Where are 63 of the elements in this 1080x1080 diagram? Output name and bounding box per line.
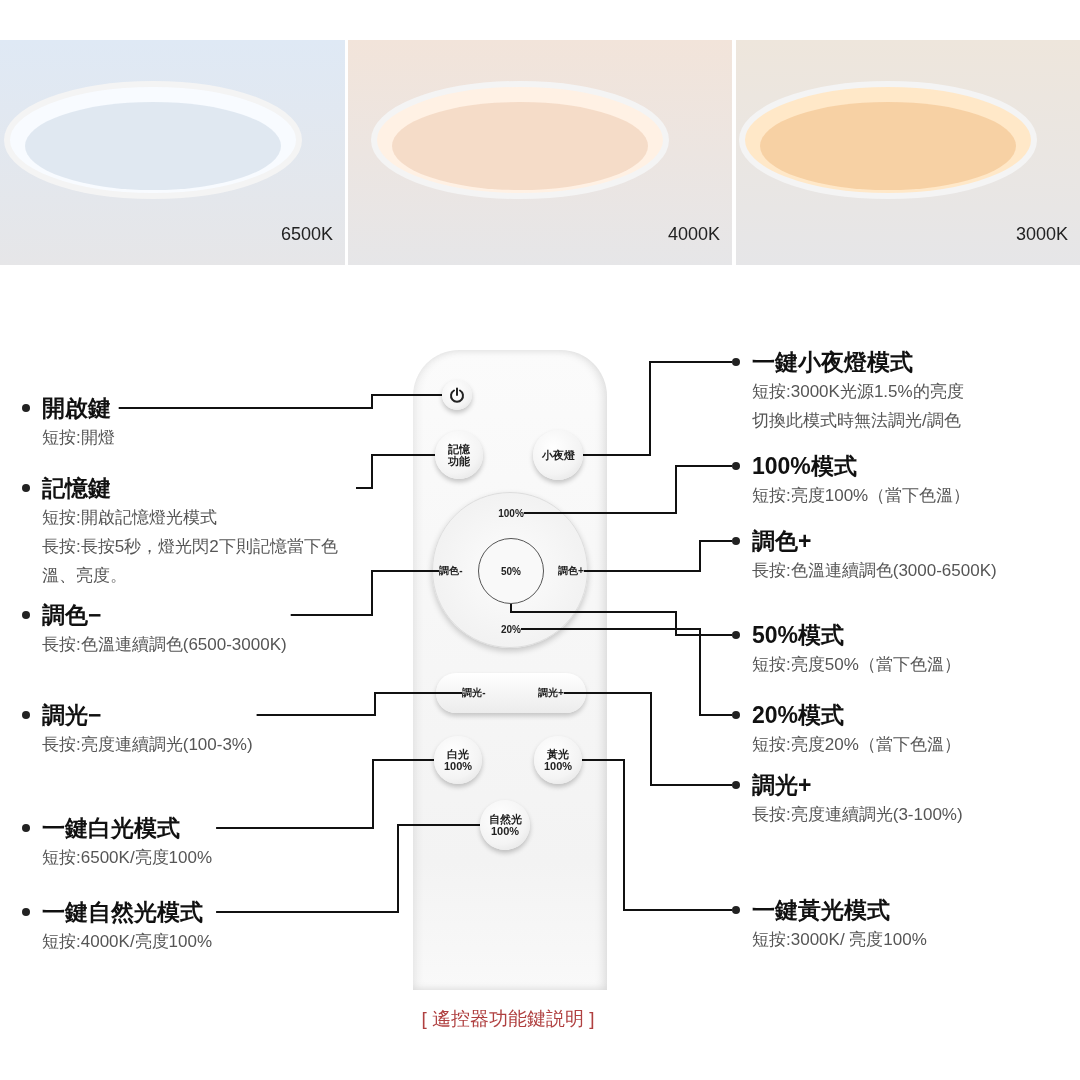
- remote-key: 白光 100%: [434, 736, 482, 784]
- color-temperature-label: 6500K: [280, 224, 333, 245]
- lamp-photo: [0, 40, 345, 265]
- key-description: 切換此模式時無法調光/調色: [752, 410, 962, 432]
- remote-control: [413, 350, 607, 990]
- color-temperature-label: 3000K: [1015, 224, 1068, 245]
- key-description: 短按:亮度50%（當下色溫）: [752, 654, 961, 676]
- key-name: 一鍵白光模式: [42, 814, 180, 843]
- leader-line: [355, 454, 436, 489]
- key-name: 50%模式: [752, 621, 845, 650]
- key-name: 20%模式: [752, 701, 845, 730]
- leader-line: [215, 824, 481, 913]
- key-description: 短按:開啟記憶燈光模式: [42, 507, 218, 529]
- remote-key: 小夜燈: [533, 430, 583, 480]
- leader-line: [289, 570, 441, 616]
- leader-line: [117, 394, 443, 409]
- key-name: 一鍵小夜燈模式: [752, 348, 913, 377]
- key-name: 調色+: [752, 527, 812, 556]
- key-description: 短按:4000K/亮度100%: [42, 931, 213, 953]
- key-name: 一鍵黃光模式: [752, 896, 890, 925]
- key-name: 一鍵自然光模式: [42, 898, 203, 927]
- leader-line: [562, 692, 733, 786]
- leader-line: [582, 540, 733, 572]
- key-label: 調色+: [558, 564, 584, 578]
- key-label: 100%: [498, 507, 524, 519]
- leader-line: [215, 759, 435, 829]
- key-label: 調光+: [538, 686, 564, 700]
- power-button: [442, 380, 472, 410]
- key-name: 記憶鍵: [42, 474, 111, 503]
- center-key: 50%: [478, 538, 544, 604]
- key-description: 長按:長按5秒，燈光閃2下則記憶當下色溫、亮度。: [42, 536, 339, 587]
- leader-line: [522, 465, 733, 514]
- leader-line: [581, 759, 733, 911]
- remote-key: 自然光 100%: [480, 800, 530, 850]
- key-name: 調光−: [42, 701, 102, 730]
- key-name: 調光+: [752, 771, 812, 800]
- key-description: 短按:6500K/亮度100%: [42, 847, 213, 869]
- remote-key: 黃光 100%: [534, 736, 582, 784]
- leader-line: [582, 361, 733, 456]
- key-label: 20%: [501, 623, 521, 635]
- key-description: 長按:亮度連續調光(100-3%): [42, 734, 253, 756]
- color-temperature-label: 4000K: [667, 224, 720, 245]
- key-description: 短按:3000K光源1.5%的亮度: [752, 381, 964, 403]
- key-description: 短按:開燈: [42, 427, 115, 449]
- leader-line: [520, 628, 733, 716]
- key-description: 短按:亮度100%（當下色溫）: [752, 485, 971, 507]
- key-description: 長按:色溫連續調色(6500-3000K): [42, 634, 287, 656]
- key-description: 短按:亮度20%（當下色溫）: [752, 734, 961, 756]
- caption: [ 遙控器功能鍵説明 ]: [420, 1007, 596, 1031]
- key-name: 開啟鍵: [42, 394, 111, 423]
- key-description: 長按:色溫連續調色(3000-6500K): [752, 560, 997, 582]
- lamp-photo: [736, 40, 1080, 265]
- leader-line: [255, 692, 464, 716]
- remote-key: 記憶功能: [435, 431, 483, 479]
- key-label: 調光-: [462, 686, 486, 700]
- dimmer-rocker-key: [436, 673, 586, 713]
- lamp-photo: [348, 40, 732, 265]
- key-label: 調色-: [439, 564, 463, 578]
- leader-line: [510, 603, 733, 636]
- key-name: 100%模式: [752, 452, 857, 481]
- key-description: 長按:亮度連續調光(3-100%): [752, 804, 963, 826]
- key-description: 短按:3000K/ 亮度100%: [752, 929, 927, 951]
- key-name: 調色−: [42, 601, 102, 630]
